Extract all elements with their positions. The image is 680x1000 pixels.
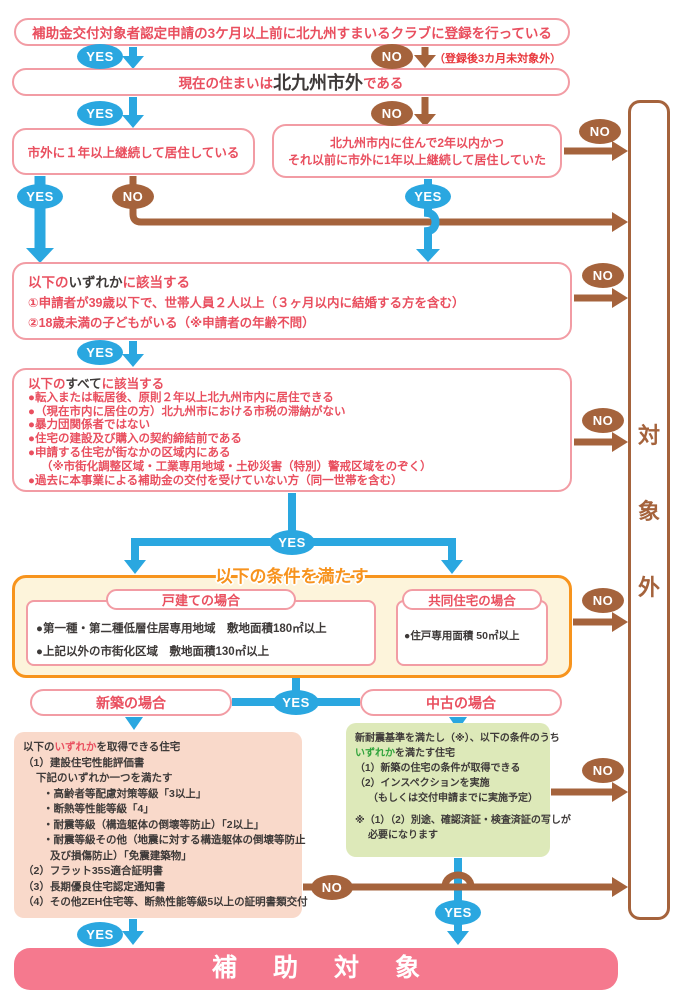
step-current-residence-outside-city: 現在の住まいは 北九州市外 である (12, 68, 570, 96)
no-badge: NO (582, 263, 624, 288)
no-badge: NO (582, 588, 624, 613)
step-header: 以下のいずれかに該当する (28, 273, 556, 293)
step-text: 補助金交付対象者認定申請の3ケ月以上前に北九州すまいるクラブに登録を行っている (32, 26, 552, 41)
condition-item: ●暴力団関係者ではない (28, 419, 150, 432)
yes-badge: YES (435, 900, 481, 925)
yes-badge: YES (269, 530, 315, 555)
no-badge: NO (582, 408, 624, 433)
yes-badge: YES (77, 101, 123, 126)
requirement-line: ・断熱等性能等級「4」 (43, 803, 154, 815)
yes-badge: YES (273, 690, 319, 715)
step-text-line2: それ以前に市外に1年以上継続して居住していた (288, 153, 546, 167)
requirement-line: （2）フラット35S適合証明書 (23, 865, 164, 877)
condition-item-note: （※市街化調整区域・工業専用地域・土砂災害（特別）警戒区域をのぞく） (41, 460, 432, 473)
header-pre: 以下の (28, 377, 66, 391)
requirement-line: ・耐震等級その他（地震に対する構造躯体の倒壊等防止 (43, 834, 306, 846)
condition-item: ●第一種・第二種低層住居専用地域 敷地面積180㎡以上 (36, 623, 327, 635)
no-badge: NO (579, 119, 621, 144)
requirement-line: （1）新築の住宅の条件が取得できる (355, 763, 521, 774)
excluded-char: 外 (637, 575, 660, 600)
yes-badge: YES (17, 184, 63, 209)
excluded-column: 対 象 外 (628, 100, 670, 920)
no-badge: NO (112, 184, 154, 209)
header-pre: 以下の (28, 275, 69, 290)
step-text-post: である (363, 76, 404, 91)
requirement-line: （2）インスペクションを実施 (355, 778, 490, 789)
apartment-label: 共同住宅の場合 (402, 589, 542, 610)
condition-item: ①申請者が39歳以下で、世帯人員２人以上（３ヶ月以内に結婚する方を含む） (28, 296, 465, 310)
brown-bottom-arrowhead (612, 877, 628, 897)
note-line: 必要になります (368, 830, 438, 841)
header-pre: 以下の (23, 741, 55, 753)
requirement-line: 下記のいずれか一つを満たす (36, 772, 173, 784)
blue-arrowheads (26, 56, 469, 945)
step-text-em: 北九州市外 (273, 73, 364, 93)
requirement-line: ・耐震等級（構造躯体の倒壊等防止）「2以上」 (43, 818, 265, 831)
condition-item: ●申請する住宅が街なかの区域内にある (28, 446, 231, 459)
step-header: 以下のすべてに該当する (28, 377, 556, 392)
step-registered-smile-club: 補助金交付対象者認定申請の3ケ月以上前に北九州すまいるクラブに登録を行っている (14, 18, 570, 46)
yes-badge: YES (77, 340, 123, 365)
header-post: に該当する (101, 377, 165, 391)
no-badge: NO (371, 44, 413, 69)
condition-item: ●住宅の建設及び購入の契約締結前である (28, 433, 242, 446)
header-post: を満たす住宅 (395, 748, 455, 759)
requirement-line: 及び損傷防止）「免震建築物」 (50, 849, 192, 862)
step-lived-in-city-within-2years: 北九州市内に住んで2年以内かつ それ以前に市外に1年以上継続して居住していた (272, 124, 562, 178)
step-all-conditions: 以下のすべてに該当する ●転入または転居後、原則２年以上北九州市内に居住できる … (12, 368, 572, 492)
step-text-line1: 北九州市内に住んで2年以内かつ (329, 136, 505, 150)
header-post: に該当する (122, 275, 191, 290)
detached-house-conditions: ●第一種・第二種低層住居専用地域 敷地面積180㎡以上 ●上記以外の市街化区域 … (26, 600, 376, 666)
box-header: 以下のいずれかを取得できる住宅 (23, 740, 293, 756)
condition-item: ●上記以外の市街化区域 敷地面積130㎡以上 (36, 646, 270, 658)
step-text-pre: 現在の住まいは (178, 76, 274, 91)
newbuild-case-label: 新築の場合 (30, 689, 232, 716)
note-under-3months: （登録後3カ月未対象外） (434, 53, 562, 65)
condition-item: ●過去に本事業による補助金の交付を受けていない方（同一世帯を含む） (28, 474, 403, 487)
used-requirements-box: 新耐震基準を満たし（※）、以下の条件のうち いずれかを満たす住宅 （1）新築の住… (346, 723, 571, 857)
no-badge: NO (311, 875, 353, 900)
requirement-line: ・高齢者等配慮対策等級「3以上」 (43, 787, 207, 800)
condition-item: ●住戸専用面積 50㎡以上 (404, 630, 520, 642)
header-em: いずれか (68, 275, 123, 290)
requirement-line: （3）長期優良住宅認定通知書 (23, 880, 166, 893)
requirement-line: （もしくは交付申請までに実施予定） (368, 793, 538, 804)
detached-house-label: 戸建ての場合 (106, 589, 296, 610)
step-lived-outside-1year: 市外に１年以上継続して居住している (12, 128, 255, 175)
condition-item: ●転入または転居後、原則２年以上北九州市内に居住できる (28, 391, 334, 404)
brown-bottom-connector (303, 871, 614, 891)
box-header-line1: 新耐震基準を満たし（※）、以下の条件のうち (355, 733, 560, 744)
yes-badge: YES (77, 922, 123, 947)
result-subsidy-target: 補助対象 (14, 948, 618, 990)
box-header-line2: いずれかを満たす住宅 (355, 746, 541, 761)
no-badge: NO (582, 758, 624, 783)
excluded-char: 対 (637, 423, 660, 448)
step-text: 市外に１年以上継続して居住している (27, 146, 240, 160)
used-case-label: 中古の場合 (360, 689, 562, 716)
brown-no-connectors (129, 47, 614, 796)
condition-item: ●（現在市内に居住の方）北九州市における市税の滞納がない (28, 405, 346, 418)
note-line: ※（1）（2）別途、確認済証・検査済証の写しが (355, 815, 571, 826)
header-post: を取得できる住宅 (96, 741, 181, 753)
site-conditions-title: 以下の条件を満たす (215, 567, 369, 586)
brown-arrowheads (414, 55, 628, 802)
yes-badge: YES (77, 44, 123, 69)
yes-badge: YES (405, 184, 451, 209)
requirement-line: （1）建設住宅性能評価書 (23, 756, 145, 769)
no-badge: NO (371, 101, 413, 126)
header-em: いずれか (355, 748, 395, 759)
step-household-conditions: 以下のいずれかに該当する ①申請者が39歳以下で、世帯人員２人以上（３ヶ月以内に… (12, 262, 572, 340)
condition-item: ②18歳未満の子どもがいる（※申請者の年齢不問） (28, 316, 315, 330)
header-em: いずれか (54, 741, 97, 753)
excluded-char: 象 (637, 499, 660, 524)
requirement-line: （4）その他ZEH住宅等、断熱性能等級5以上の証明書類交付 (23, 896, 308, 908)
header-em: すべて (65, 377, 102, 391)
newbuild-requirements-box: 以下のいずれかを取得できる住宅 （1）建設住宅性能評価書 下記のいずれか一つを満… (14, 732, 308, 918)
